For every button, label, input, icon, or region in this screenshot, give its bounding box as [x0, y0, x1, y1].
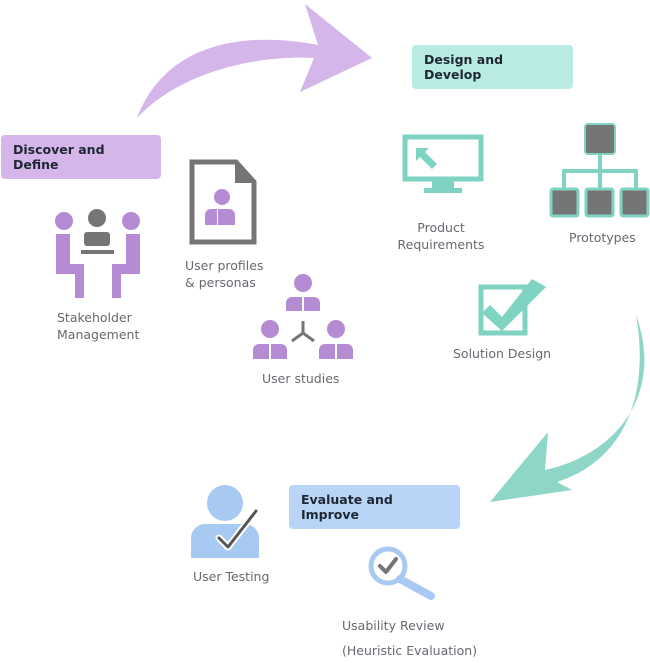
stage-discover-define: Discover and Define [1, 135, 161, 179]
profiles-label: User profiles & personas [185, 257, 263, 291]
stakeholder-label: Stakeholder Management [57, 309, 139, 343]
stage-discover-label: Discover and Define [13, 142, 105, 172]
user-check-icon [191, 485, 260, 558]
arrow-discover-to-design [137, 4, 372, 118]
product-label-line2: Requirements [397, 237, 485, 252]
monitor-cursor-icon [402, 134, 484, 193]
stage-design-label: Design and Develop [424, 52, 504, 82]
people-meeting-icon [55, 209, 140, 298]
profiles-label-line1: User profiles [185, 258, 264, 273]
user-network-icon [253, 274, 353, 359]
stage-design-develop: Design and Develop [412, 45, 573, 89]
usability-label-line2: (Heuristic Evaluation) [342, 643, 478, 658]
prototypes-label: Prototypes [569, 230, 636, 245]
studies-label: User studies [262, 371, 340, 386]
stage-evaluate-improve: Evaluate and Improve [289, 485, 460, 529]
magnifier-check-icon [368, 546, 435, 600]
hierarchy-icon [549, 123, 650, 218]
arrow-design-to-evaluate [490, 315, 645, 502]
solution-label: Solution Design [453, 346, 552, 361]
profile-document-icon [189, 159, 257, 245]
stakeholder-label-line1: Stakeholder [57, 310, 132, 325]
testing-label: User Testing [193, 569, 270, 584]
usability-label-line1: Usability Review [342, 618, 445, 633]
checkbox-icon [478, 279, 546, 336]
profiles-label-line2: & personas [185, 275, 256, 290]
product-label: Product Requirements [386, 219, 496, 253]
stage-evaluate-label: Evaluate and Improve [301, 492, 393, 522]
product-label-line1: Product [417, 220, 465, 235]
usability-label: Usability Review (Heuristic Evaluation) [342, 613, 477, 663]
stakeholder-label-line2: Management [57, 327, 140, 342]
